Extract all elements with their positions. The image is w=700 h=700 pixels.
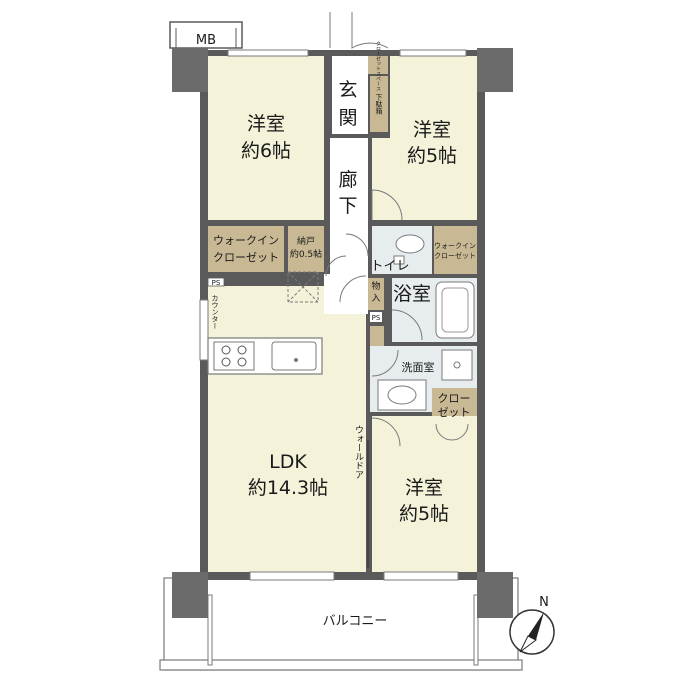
walkin-small-line1: ウォークイン	[434, 242, 476, 250]
genkan-char-2: 関	[338, 107, 357, 129]
compass: N	[509, 595, 555, 655]
bedroom-nw-name: 洋室	[247, 113, 285, 135]
wash-room-label: 洗面室	[402, 360, 435, 374]
wall-door-label: ウォールドア	[353, 425, 364, 479]
bedroom-se	[372, 416, 477, 572]
bedroom-ne-notch	[372, 138, 392, 220]
walkin-large-line2: クローゼット	[213, 251, 279, 264]
balcony-label: バルコニー	[323, 614, 388, 629]
pillar-se	[477, 572, 513, 618]
ps-mid-label: PS	[372, 314, 381, 322]
bedroom-nw-size: 約6帖	[241, 140, 291, 162]
closet-se-line1: クロー	[438, 392, 471, 405]
closet-space-label: クローゼットスペース	[375, 41, 381, 91]
pillar-ne	[477, 48, 513, 92]
geta-bako	[370, 76, 388, 132]
ps-upper	[207, 277, 225, 287]
walkin-closet-small	[434, 226, 477, 274]
ldk-name: LDK	[269, 451, 307, 473]
bedroom-se-name: 洋室	[405, 477, 443, 499]
kitchen-counter	[207, 337, 323, 375]
fridge-space	[287, 271, 319, 303]
bedroom-ne-name: 洋室	[413, 119, 451, 141]
monoire-char-1: 物	[371, 280, 380, 292]
wash-basin	[377, 379, 427, 411]
bedroom-nw	[208, 56, 324, 220]
geta-bako-label: 下駄箱	[375, 94, 383, 116]
balcony-area: バルコニー	[159, 577, 523, 671]
door-swings	[325, 12, 469, 447]
ps-mid	[370, 312, 382, 322]
wash-small-storage	[370, 326, 384, 346]
closet-se-line2: ゼット	[438, 406, 471, 419]
corridor-lower	[324, 274, 368, 314]
corridor	[330, 138, 368, 278]
bedroom-se-size: 約5帖	[399, 503, 449, 525]
compass-needle-north	[528, 612, 544, 640]
bedroom-ne	[390, 56, 477, 220]
nando-size: 約0.5帖	[290, 248, 322, 260]
compass-needle-south	[519, 635, 537, 653]
bedroom-ne-size: 約5帖	[407, 145, 457, 167]
walkin-closet-large	[208, 226, 284, 272]
corridor-char-2: 下	[338, 195, 357, 217]
ps-upper-label: PS	[212, 279, 221, 287]
windows	[199, 49, 467, 581]
genkan-char-1: 玄	[338, 79, 357, 101]
counter-label: カウンター	[211, 295, 219, 330]
north-label: N	[539, 595, 549, 610]
corridor-char-1: 廊	[338, 169, 357, 191]
toilet-label: トイレ	[370, 259, 409, 274]
nando	[288, 226, 324, 272]
pillar-sw	[172, 572, 208, 618]
genkan-area	[332, 56, 368, 134]
walkin-large-line1: ウォークイン	[213, 234, 279, 247]
bath-label: 浴室	[393, 283, 431, 305]
toilet-fixture	[393, 234, 425, 265]
closet-space	[368, 56, 388, 74]
washer-pan	[441, 349, 473, 381]
mb-label: MB	[196, 33, 216, 48]
meter-box: MB	[169, 21, 243, 49]
walkin-small-line2: クローゼット	[434, 251, 476, 260]
bathtub	[435, 281, 475, 339]
pillar-nw	[172, 48, 208, 92]
ldk-size: 約14.3帖	[248, 477, 328, 499]
ldk-room	[208, 286, 366, 572]
monoire-char-2: 入	[371, 293, 380, 304]
nando-name: 納戸	[297, 235, 315, 247]
monoire	[368, 278, 384, 310]
